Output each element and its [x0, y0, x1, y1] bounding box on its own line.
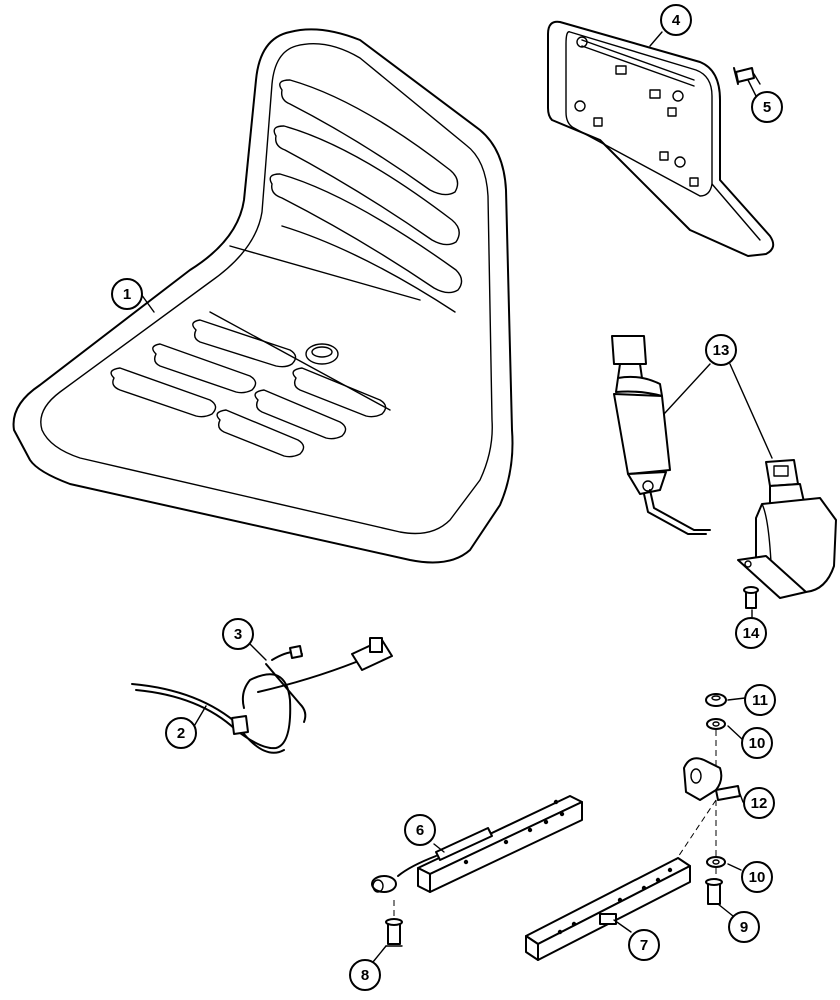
bolt-14	[743, 586, 759, 609]
seat-belt	[611, 335, 837, 599]
callout-10a: 10	[741, 727, 773, 759]
svg-text:6: 6	[416, 822, 424, 839]
svg-text:11: 11	[752, 692, 768, 709]
leader-lines	[140, 31, 773, 963]
callout-10b: 10	[741, 861, 773, 893]
slide-rail-left	[371, 795, 583, 893]
svg-text:14: 14	[743, 625, 760, 642]
callout-5: 5	[751, 91, 783, 123]
svg-text:10: 10	[749, 869, 766, 886]
callout-11: 11	[744, 684, 776, 716]
svg-text:13: 13	[713, 342, 730, 359]
svg-text:3: 3	[234, 626, 242, 643]
svg-text:5: 5	[763, 99, 771, 116]
callout-9: 9	[728, 911, 760, 943]
svg-text:1: 1	[123, 286, 131, 303]
svg-text:9: 9	[740, 919, 748, 936]
callout-6: 6	[404, 814, 436, 846]
svg-text:12: 12	[751, 795, 768, 812]
clip-12	[683, 757, 741, 801]
svg-text:4: 4	[672, 12, 681, 29]
callout-4: 4	[660, 4, 692, 36]
assembly-lines	[393, 730, 717, 920]
slide-rail-right	[525, 857, 691, 961]
callout-14: 14	[735, 617, 767, 649]
svg-text:8: 8	[361, 967, 369, 984]
callout-7: 7	[628, 929, 660, 961]
harness	[131, 637, 393, 754]
callout-13: 13	[705, 334, 737, 366]
svg-text:7: 7	[640, 937, 648, 954]
callout-8: 8	[349, 959, 381, 991]
svg-text:10: 10	[749, 735, 766, 752]
bolt-5	[733, 67, 761, 85]
callout-12: 12	[743, 787, 775, 819]
bolt-8	[385, 918, 403, 947]
bolt-9	[705, 878, 723, 905]
svg-text:2: 2	[177, 725, 185, 742]
callout-3: 3	[222, 618, 254, 650]
callout-2: 2	[165, 717, 197, 749]
callout-1: 1	[111, 278, 143, 310]
nuts-washers	[705, 693, 727, 868]
mounting-bracket	[547, 20, 775, 257]
seat	[12, 28, 514, 564]
